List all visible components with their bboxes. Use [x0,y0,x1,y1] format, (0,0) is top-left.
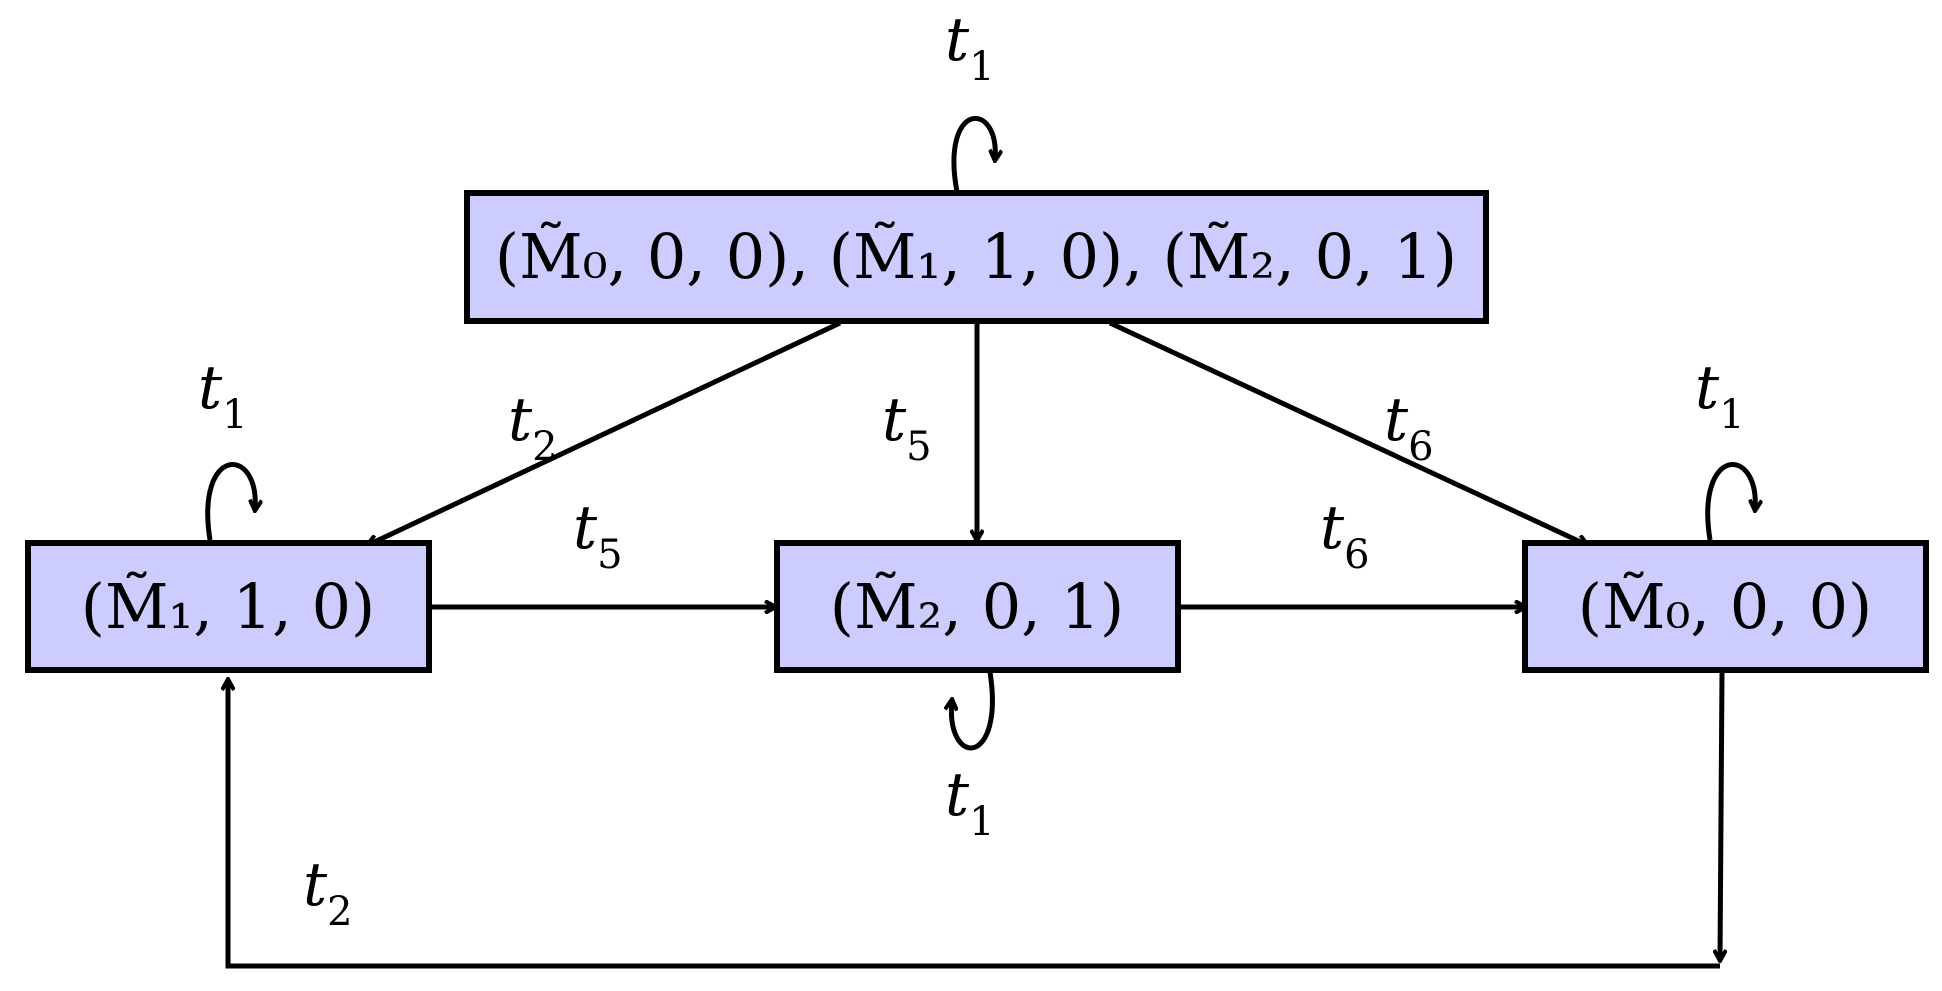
self-loop-left [205,462,256,541]
edge-bottom-to-left [228,680,1720,969]
label-left-to-middle: t5 [573,493,623,578]
label-middle-to-right: t6 [1320,493,1370,578]
self-loop-top [951,115,995,193]
node-middle-label: (M̃₂, 0, 1) [830,570,1124,643]
label-middle-self: t1 [945,760,995,845]
node-top-label: (M̃₀, 0, 0), (M̃₁, 1, 0), (M̃₂, 0, 1) [495,220,1457,293]
label-top-to-left: t2 [508,385,558,470]
edge-right-to-bottom [1720,671,1722,960]
node-right: (M̃₀, 0, 0) [1522,540,1929,673]
node-middle: (M̃₂, 0, 1) [774,540,1181,673]
self-loop-middle [951,671,995,751]
node-right-label: (M̃₀, 0, 0) [1578,570,1872,643]
node-left: (M̃₁, 1, 0) [25,540,432,673]
label-top-to-middle: t5 [882,385,932,470]
label-right-to-left: t2 [303,850,353,935]
self-loop-right [1705,462,1756,541]
node-top: (M̃₀, 0, 0), (M̃₁, 1, 0), (M̃₂, 0, 1) [464,190,1489,324]
node-left-label: (M̃₁, 1, 0) [81,570,375,643]
label-left-self: t1 [198,353,248,438]
label-top-self: t1 [945,5,995,90]
label-top-to-right: t6 [1384,385,1434,470]
label-right-self: t1 [1695,353,1745,438]
edge-top-to-right [1108,320,1587,545]
edge-top-to-left [368,320,842,545]
